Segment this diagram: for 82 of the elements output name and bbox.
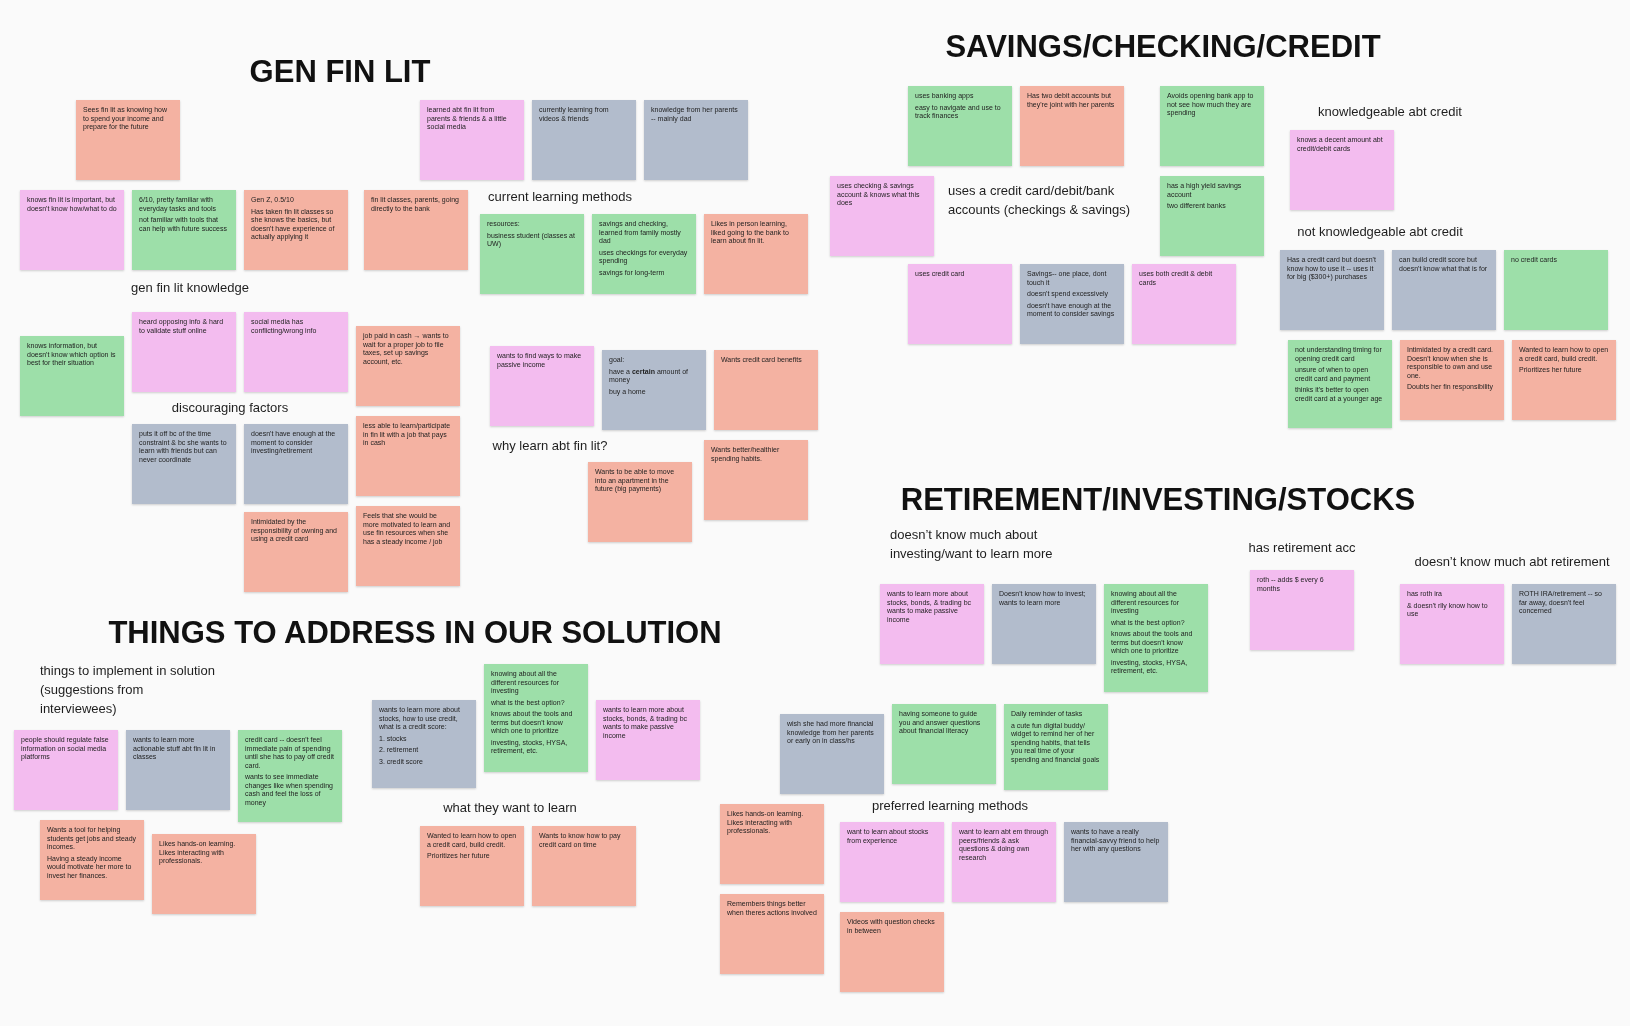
- sticky-note: [1512, 340, 1616, 420]
- sticky-note: [720, 894, 824, 974]
- sticky-note: [1512, 584, 1616, 664]
- sticky-note: [908, 264, 1012, 344]
- sticky-note: [704, 440, 808, 520]
- sticky-note: [714, 350, 818, 430]
- cluster-label: gen fin lit knowledge: [131, 278, 249, 297]
- sticky-note: [1250, 570, 1354, 650]
- sticky-note: [596, 700, 700, 780]
- cluster-label: uses a credit card/debit/bank accounts (checkings & savings): [948, 182, 1132, 219]
- sticky-note: [532, 826, 636, 906]
- sticky-note: [480, 214, 584, 294]
- sticky-note: [780, 714, 884, 794]
- section-heading: SAVINGS/CHECKING/CREDIT: [945, 29, 1381, 65]
- cluster-label: current learning methods: [488, 187, 632, 206]
- cluster-label: what they want to learn: [443, 798, 577, 817]
- sticky-note: [880, 584, 984, 664]
- cluster-label: preferred learning methods: [871, 796, 1029, 815]
- sticky-note: [132, 424, 236, 504]
- sticky-note: [244, 424, 348, 504]
- sticky-note: [952, 822, 1056, 902]
- section-heading: GEN FIN LIT: [249, 54, 431, 90]
- sticky-note: [1400, 340, 1504, 420]
- sticky-note: [1064, 822, 1168, 902]
- sticky-note: [356, 506, 460, 586]
- sticky-note: [908, 86, 1012, 166]
- sticky-note: [592, 214, 696, 294]
- cluster-label: not knowledgeable abt credit: [1297, 222, 1463, 241]
- sticky-note: [1290, 130, 1394, 210]
- sticky-note: [588, 462, 692, 542]
- sticky-note: [1020, 264, 1124, 344]
- sticky-note: [1160, 176, 1264, 256]
- sticky-note: [992, 584, 1096, 664]
- sticky-note: [1132, 264, 1236, 344]
- sticky-note: [892, 704, 996, 784]
- cluster-label: has retirement acc: [1248, 538, 1356, 557]
- cluster-label: knowledgeable abt credit: [1318, 102, 1462, 121]
- sticky-note: [1020, 86, 1124, 166]
- sticky-note: [40, 820, 144, 900]
- sticky-note: [704, 214, 808, 294]
- sticky-note: [372, 700, 476, 788]
- sticky-note: [720, 804, 824, 884]
- sticky-note: [356, 326, 460, 406]
- sticky-note: [76, 100, 180, 180]
- sticky-note: [830, 176, 934, 256]
- sticky-note: [364, 190, 468, 270]
- sticky-note: [132, 312, 236, 392]
- sticky-note: [152, 834, 256, 914]
- sticky-note: [20, 190, 124, 270]
- sticky-note: [1504, 250, 1608, 330]
- sticky-note: [1288, 340, 1392, 428]
- cluster-label: discouraging factors: [171, 398, 289, 417]
- sticky-note: [244, 312, 348, 392]
- sticky-note: [132, 190, 236, 270]
- sticky-note: [644, 100, 748, 180]
- sticky-note: [1280, 250, 1384, 330]
- sticky-note: [602, 350, 706, 430]
- sticky-note: [1104, 584, 1208, 692]
- sticky-note: [840, 822, 944, 902]
- sticky-note: [420, 826, 524, 906]
- section-heading: THINGS TO ADDRESS IN OUR SOLUTION: [108, 615, 722, 651]
- sticky-note: [244, 190, 348, 270]
- sticky-note: [14, 730, 118, 810]
- sticky-note: [490, 346, 594, 426]
- cluster-label: doesn’t know much abt retirement: [1414, 552, 1610, 571]
- sticky-note: [420, 100, 524, 180]
- cluster-label: why learn abt fin lit?: [492, 436, 608, 455]
- cluster-label: doesn’t know much about investing/want to learn more: [890, 526, 1054, 563]
- sticky-note: [484, 664, 588, 772]
- sticky-note: [20, 336, 124, 416]
- sticky-note: [244, 512, 348, 592]
- sticky-note: [840, 912, 944, 992]
- sticky-note: [238, 730, 342, 822]
- sticky-note: [126, 730, 230, 810]
- cluster-label: things to implement in solution (suggestions from interviewees): [40, 662, 216, 718]
- sticky-note: [1392, 250, 1496, 330]
- sticky-note: [532, 100, 636, 180]
- section-heading: RETIREMENT/INVESTING/STOCKS: [900, 482, 1416, 518]
- sticky-note: [1160, 86, 1264, 166]
- sticky-note: [356, 416, 460, 496]
- sticky-note: [1004, 704, 1108, 790]
- sticky-note: [1400, 584, 1504, 664]
